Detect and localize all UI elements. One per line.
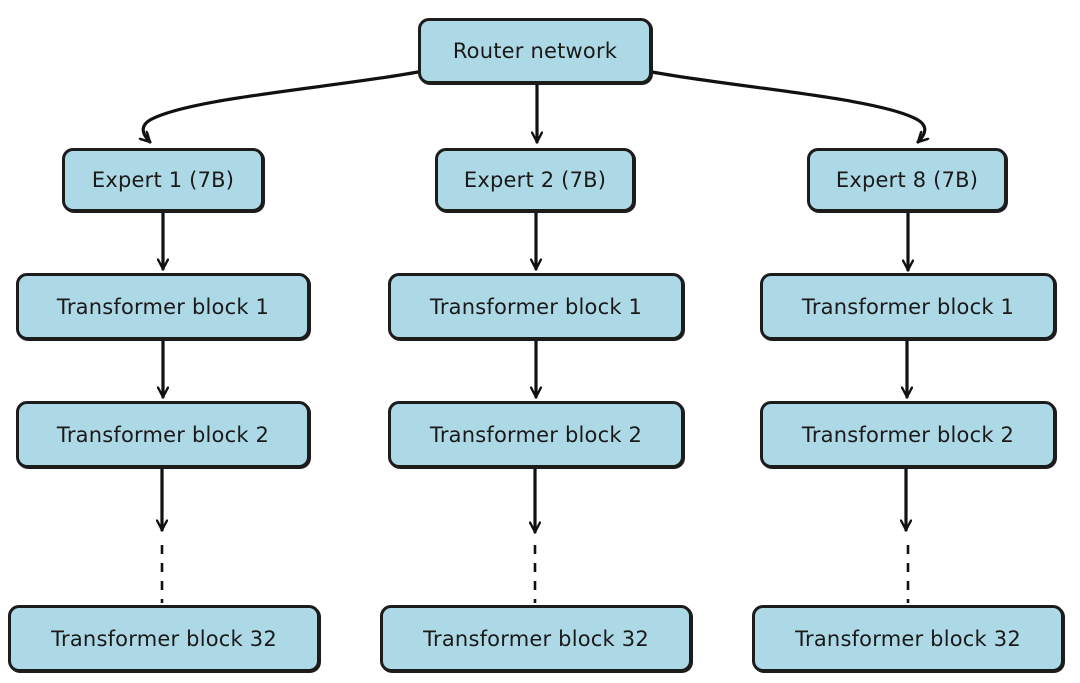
col-2-transformer-block-1: Transformer block 1 <box>388 273 684 340</box>
edge-router-to-expert-1 <box>143 70 420 144</box>
col-2-transformer-block-2: Transformer block 2 <box>388 401 684 468</box>
expert-2-node: Expert 2 (7B) <box>435 148 635 212</box>
col-3-transformer-block-1: Transformer block 1 <box>760 273 1056 340</box>
col-1-transformer-block-1: Transformer block 1 <box>16 273 310 340</box>
col-1-transformer-block-32: Transformer block 32 <box>8 605 320 672</box>
edge-router-to-expert-8 <box>650 70 925 144</box>
expert-8-node: Expert 8 (7B) <box>807 148 1007 212</box>
col-3-transformer-block-32: Transformer block 32 <box>752 605 1064 672</box>
col-3-transformer-block-2: Transformer block 2 <box>760 401 1056 468</box>
expert-1-node: Expert 1 (7B) <box>62 148 264 212</box>
col-1-transformer-block-2: Transformer block 2 <box>16 401 310 468</box>
router-network-node: Router network <box>418 18 652 84</box>
col-2-transformer-block-32: Transformer block 32 <box>380 605 692 672</box>
